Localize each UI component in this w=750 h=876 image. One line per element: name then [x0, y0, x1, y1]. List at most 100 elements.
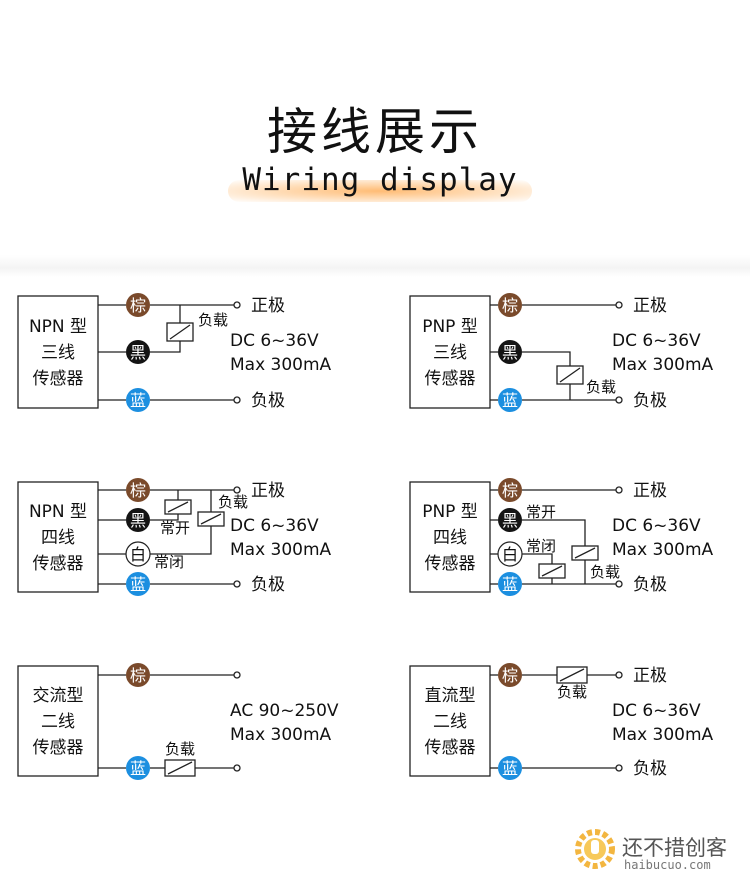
sensor-type-line: PNP 型 — [422, 317, 478, 337]
load-label: 负载 — [557, 683, 587, 701]
wire-brown-label: 棕 — [502, 666, 518, 685]
relay-slash — [167, 501, 189, 513]
sensor-type-line: 传感器 — [425, 738, 476, 758]
terminal-dot — [615, 486, 623, 494]
wire-black-label: 黑 — [130, 511, 146, 530]
load-label: 负载 — [586, 378, 616, 396]
relay-slash — [541, 565, 563, 577]
wire-brown-node — [126, 293, 150, 317]
wire-blue-node — [126, 756, 150, 780]
sensor-box — [17, 295, 99, 409]
wire-black-label: 黑 — [130, 343, 146, 362]
spec-voltage: DC 6~36V — [230, 516, 319, 536]
page-subtitle: Wiring display — [228, 162, 532, 202]
wire-blue-node — [498, 388, 522, 412]
wire-blue-label: 蓝 — [130, 391, 146, 410]
watermark-text: 还不措创客 — [622, 836, 727, 860]
spec-current: Max 300mA — [230, 540, 332, 560]
positive-label: 正极 — [633, 481, 667, 501]
terminal-dot — [615, 396, 623, 404]
load-label: 负载 — [590, 563, 620, 581]
wire-blue-label: 蓝 — [130, 575, 146, 594]
wire-blue-node — [498, 572, 522, 596]
positive-label: 正极 — [251, 481, 285, 501]
sensor-type-line: 传感器 — [425, 554, 476, 574]
terminal-dot — [615, 580, 623, 588]
wire-brown-label: 棕 — [130, 481, 146, 500]
spec-voltage: AC 90~250V — [230, 701, 339, 721]
sensor-type-line: 传感器 — [425, 369, 476, 389]
sensor-type-line: 四线 — [41, 528, 75, 548]
sensor-type-line: 传感器 — [33, 369, 84, 389]
sensor-type-line: 三线 — [433, 343, 467, 363]
wire-blue-node — [126, 388, 150, 412]
load-label: 负载 — [218, 493, 248, 511]
wire-black-node — [126, 508, 150, 532]
spec-current: Max 300mA — [612, 540, 714, 560]
positive-label: 正极 — [633, 296, 667, 316]
sensor-type-line: 传感器 — [33, 738, 84, 758]
page-subtitle-text: Wiring display — [242, 162, 518, 198]
page-title: 接线展示 — [267, 103, 483, 161]
wire-black-node — [126, 340, 150, 364]
relay-slash — [169, 324, 191, 340]
sensor-type-line: 四线 — [433, 528, 467, 548]
sensor-type-line: NPN 型 — [29, 502, 87, 522]
positive-label: 正极 — [633, 666, 667, 686]
wire-black-label: 黑 — [502, 511, 518, 530]
terminal-dot — [615, 301, 623, 309]
spec-current: Max 300mA — [612, 725, 714, 745]
wire-white-label: 白 — [130, 545, 146, 564]
sensor-type-line: 传感器 — [33, 554, 84, 574]
terminal-dot — [233, 671, 241, 679]
load-label: 负载 — [165, 740, 195, 758]
wire-blue-node — [498, 756, 522, 780]
sensor-box — [409, 481, 491, 593]
relay-slash — [559, 668, 585, 682]
spec-voltage: DC 6~36V — [612, 331, 701, 351]
wire-brown-node — [126, 663, 150, 687]
no-label: 常开 — [160, 519, 190, 537]
sensor-type-line: 二线 — [433, 712, 467, 732]
terminal-dot — [233, 764, 241, 772]
wire-white-label: 白 — [502, 545, 518, 564]
wire-blue-node — [126, 572, 150, 596]
load-label: 负载 — [198, 311, 228, 329]
negative-label: 负极 — [633, 759, 667, 779]
subtitle-highlight — [228, 180, 532, 202]
negative-label: 负极 — [251, 391, 285, 411]
wire-black-node — [498, 340, 522, 364]
nc-label: 常闭 — [526, 537, 556, 555]
sensor-type-line: NPN 型 — [29, 317, 87, 337]
terminal-dot — [615, 671, 623, 679]
negative-label: 负极 — [633, 575, 667, 595]
sensor-box — [17, 481, 99, 593]
sensor-box — [409, 665, 491, 777]
terminal-dot — [615, 764, 623, 772]
positive-label: 正极 — [251, 296, 285, 316]
sensor-type-line: 交流型 — [33, 686, 84, 706]
terminal-dot — [233, 486, 241, 494]
sensor-type-line: 三线 — [41, 343, 75, 363]
sensor-type-line: 直流型 — [425, 686, 476, 706]
spec-voltage: DC 6~36V — [230, 331, 319, 351]
terminal-dot — [233, 396, 241, 404]
relay-slash — [559, 367, 581, 383]
wire-nc — [150, 526, 212, 555]
relay-slash — [574, 547, 596, 559]
nc-label: 常闭 — [154, 553, 184, 571]
section-divider — [0, 255, 750, 277]
spec-voltage: DC 6~36V — [612, 701, 701, 721]
spec-current: Max 300mA — [612, 355, 714, 375]
spec-current: Max 300mA — [230, 355, 332, 375]
wire-black-node — [498, 508, 522, 532]
relay-slash — [167, 761, 193, 775]
gear-icon — [575, 829, 615, 869]
